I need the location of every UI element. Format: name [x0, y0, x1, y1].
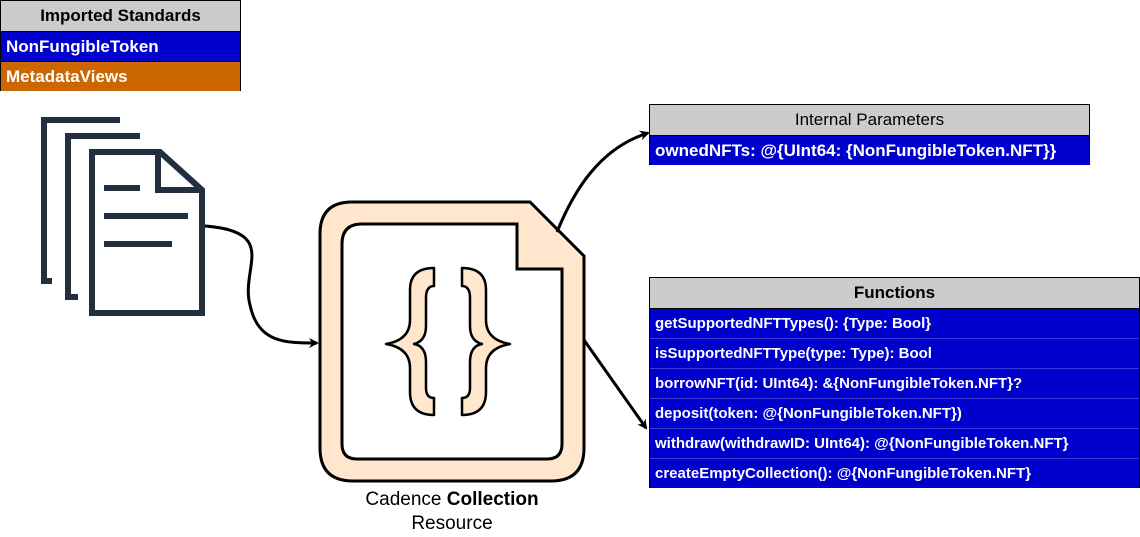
function-item: deposit(token: @{NonFungibleToken.NFT})	[650, 398, 1139, 428]
function-item: getSupportedNFTTypes(): {Type: Bool}	[650, 308, 1139, 338]
resource-caption-line1: Cadence Collection	[352, 488, 552, 512]
caption-prefix: Cadence	[365, 489, 442, 510]
parameter-item: ownedNFTs: @{UInt64: {NonFungibleToken.N…	[650, 135, 1089, 165]
function-item: isSupportedNFTType(type: Type): Bool	[650, 338, 1139, 368]
standard-metadataviews: MetadataViews	[1, 61, 240, 91]
imported-standards-header: Imported Standards	[1, 1, 240, 31]
functions-connector	[582, 339, 648, 430]
resource-caption-line2: Resource	[411, 513, 493, 534]
imports-connector	[204, 224, 319, 348]
internal-parameters-table: Internal Parameters ownedNFTs: @{UInt64:…	[649, 104, 1090, 165]
documents-stack-icon	[41, 117, 205, 316]
parameters-connector	[555, 130, 650, 233]
standard-nonfungibletoken: NonFungibleToken	[1, 31, 240, 61]
function-item: borrowNFT(id: UInt64): &{NonFungibleToke…	[650, 368, 1139, 398]
function-item: withdraw(withdrawID: UInt64): @{NonFungi…	[650, 428, 1139, 458]
internal-parameters-header: Internal Parameters	[650, 105, 1089, 135]
caption-emphasis: Collection	[446, 489, 539, 510]
code-file-icon	[318, 200, 586, 483]
curly-braces-icon	[384, 266, 512, 417]
function-item: createEmptyCollection(): @{NonFungibleTo…	[650, 458, 1139, 488]
functions-header: Functions	[650, 278, 1139, 308]
imported-standards-table: Imported Standards NonFungibleToken Meta…	[0, 0, 241, 91]
functions-table: Functions getSupportedNFTTypes(): {Type:…	[649, 277, 1140, 488]
resource-caption: Cadence Collection Resource	[352, 488, 552, 536]
